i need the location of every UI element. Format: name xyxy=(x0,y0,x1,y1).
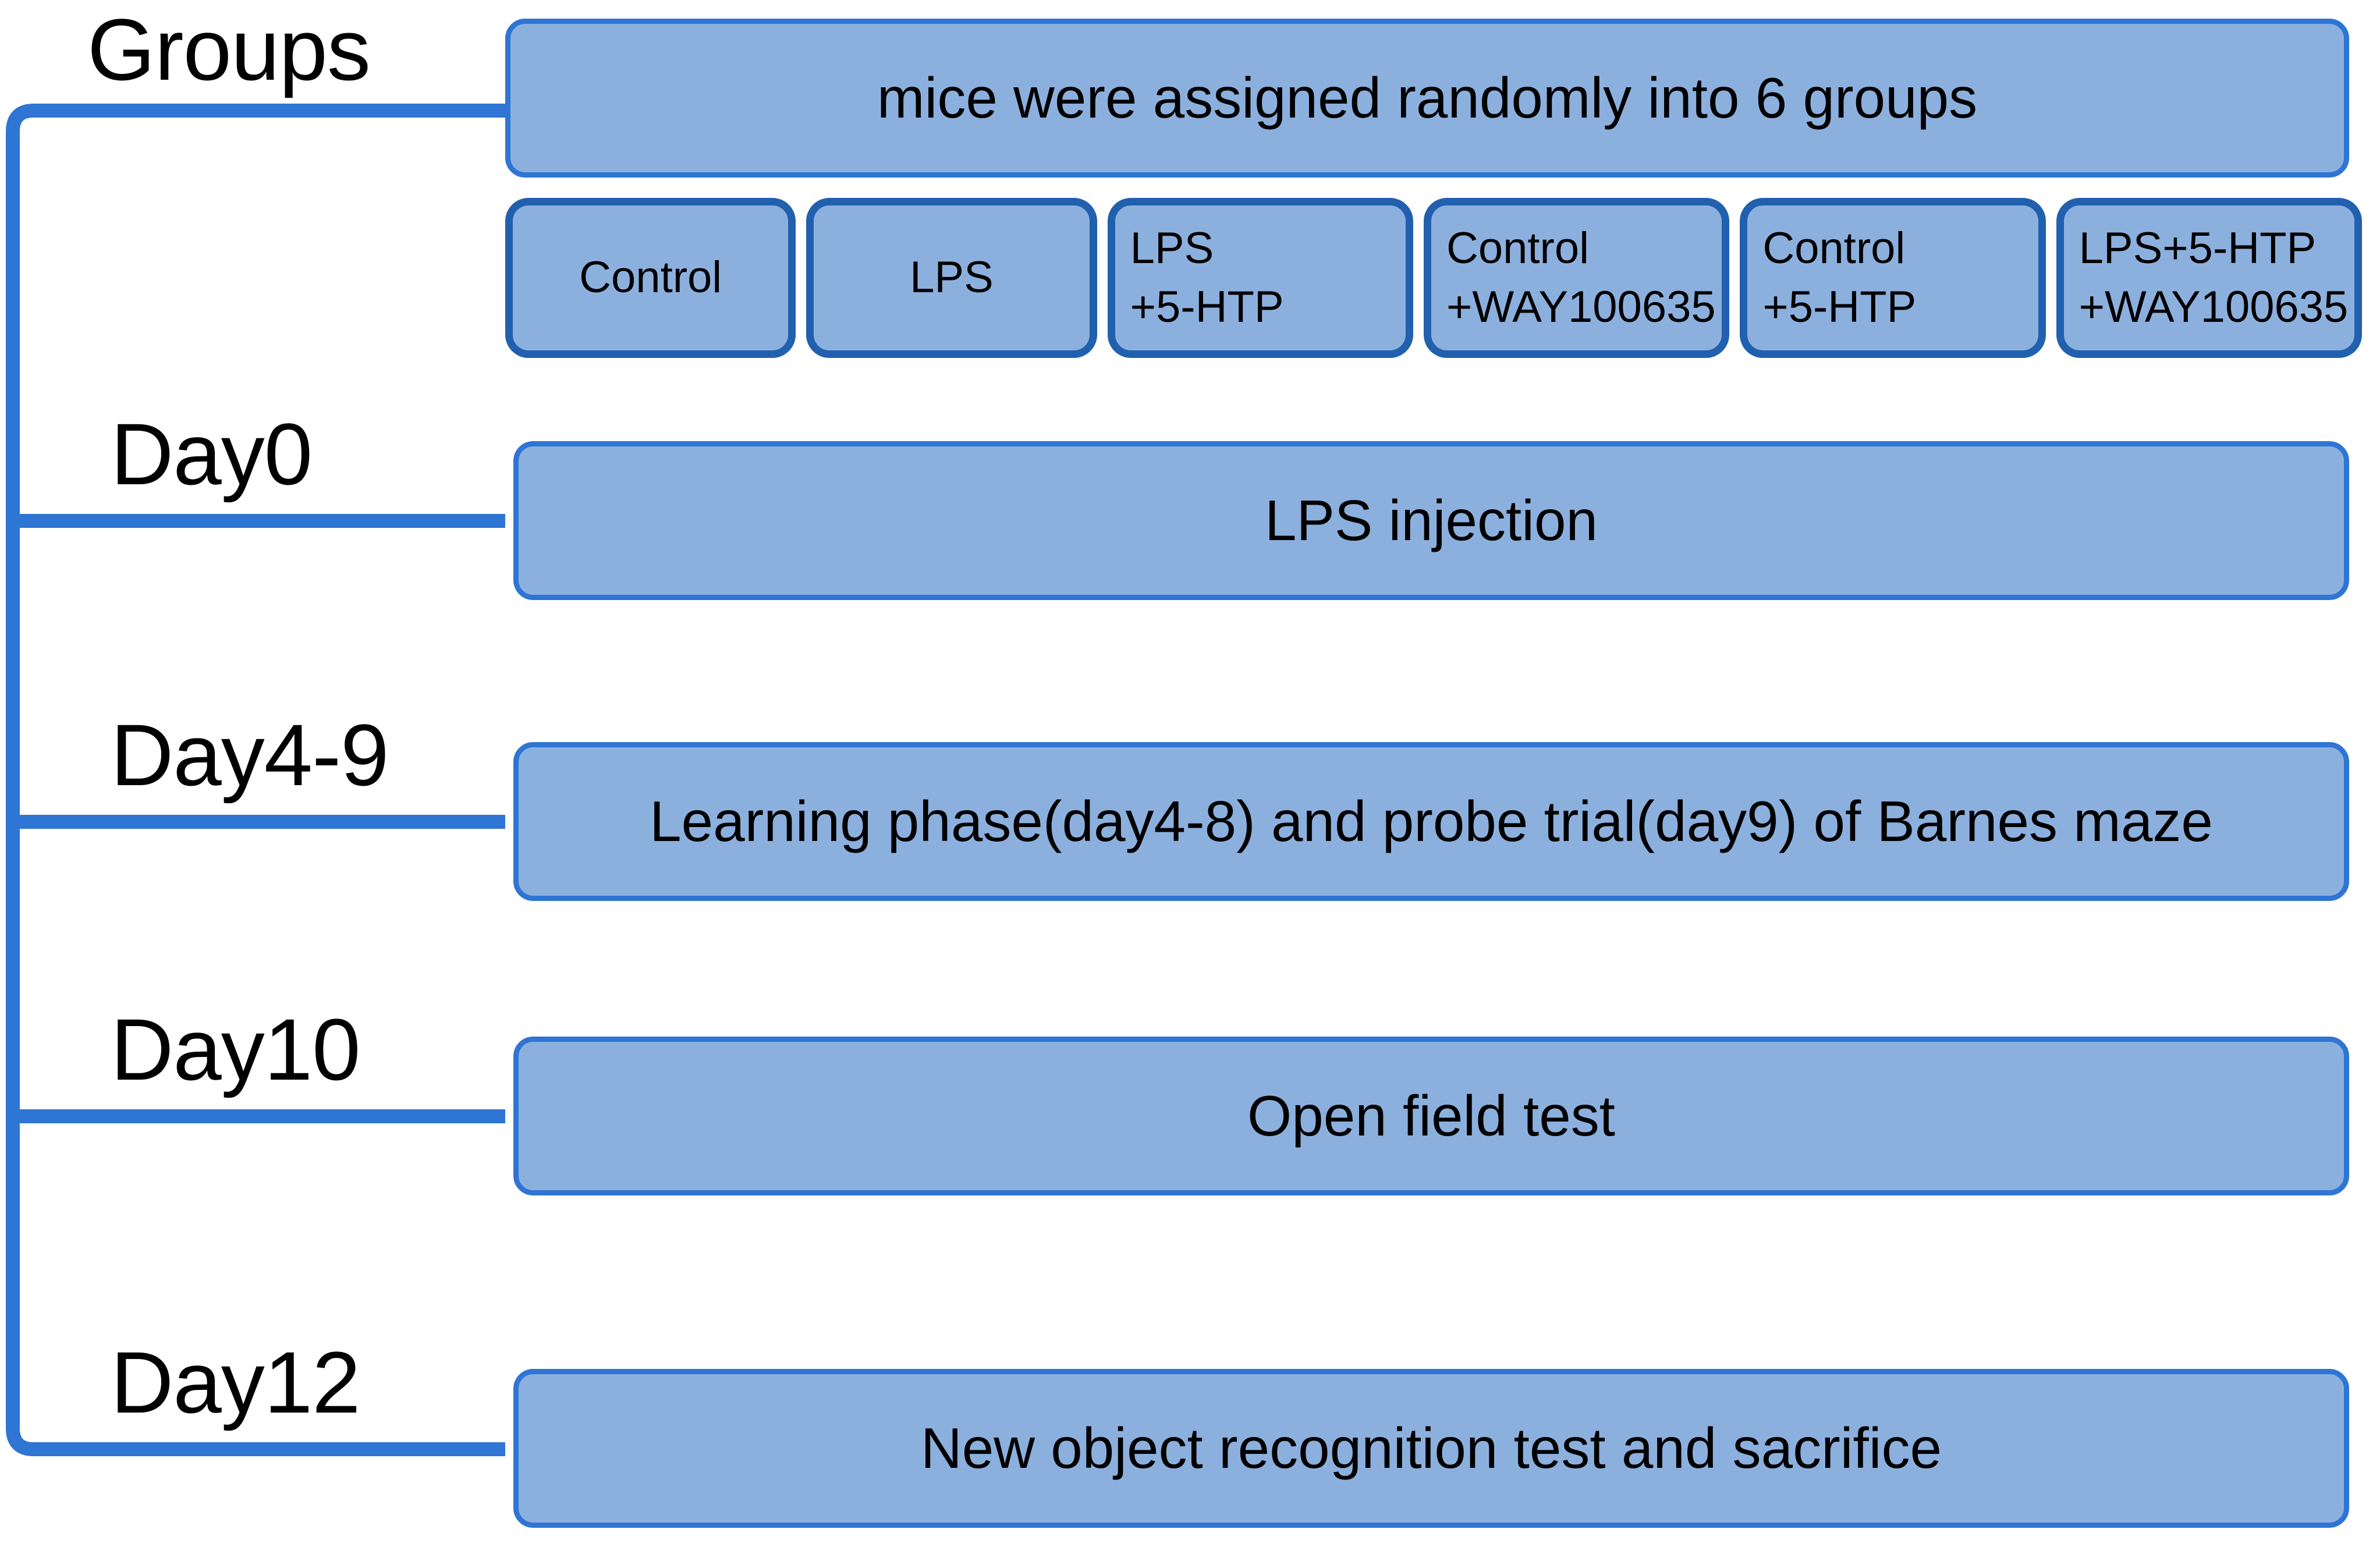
group-label-line: LPS xyxy=(1130,223,1214,274)
stage-label-groups: Groups xyxy=(87,1,371,98)
group-label-line: LPS xyxy=(910,253,994,303)
banner-day12: New object recognition test and sacrific… xyxy=(513,1369,2349,1528)
group-box-lps: LPS xyxy=(806,198,1097,358)
group-label-line: LPS+5-HTP xyxy=(2078,223,2317,274)
group-box-lps-5htp-way100635: LPS+5-HTP +WAY100635 xyxy=(2056,198,2362,358)
group-label-line: +5-HTP xyxy=(1762,282,1917,332)
group-box-lps-5htp: LPS +5-HTP xyxy=(1107,198,1413,358)
group-label-line: +WAY100635 xyxy=(2078,282,2349,332)
banner-day0: LPS injection xyxy=(513,441,2349,600)
group-label-line: +5-HTP xyxy=(1130,282,1284,332)
group-box-control: Control xyxy=(505,198,796,358)
banner-day4-9: Learning phase(day4-8) and probe trial(d… xyxy=(513,742,2349,901)
group-label-line: Control xyxy=(1446,223,1589,274)
group-box-control-5htp: Control +5-HTP xyxy=(1740,198,2046,358)
group-label-line: Control xyxy=(1762,223,1906,274)
banner-groups: mice were assigned randomly into 6 group… xyxy=(505,19,2349,178)
stage-label-day0: Day0 xyxy=(111,405,313,503)
stage-label-day10: Day10 xyxy=(111,1000,361,1098)
treatment-group-row: Control LPS LPS +5-HTP Control +WAY10063… xyxy=(505,198,2362,358)
banner-day10: Open field test xyxy=(513,1037,2349,1195)
group-label-line: Control xyxy=(579,253,722,303)
group-label-line: +WAY100635 xyxy=(1446,282,1716,332)
stage-label-day4-9: Day4-9 xyxy=(111,706,389,804)
stage-label-day12: Day12 xyxy=(111,1333,361,1431)
group-box-control-way100635: Control +WAY100635 xyxy=(1423,198,1730,358)
